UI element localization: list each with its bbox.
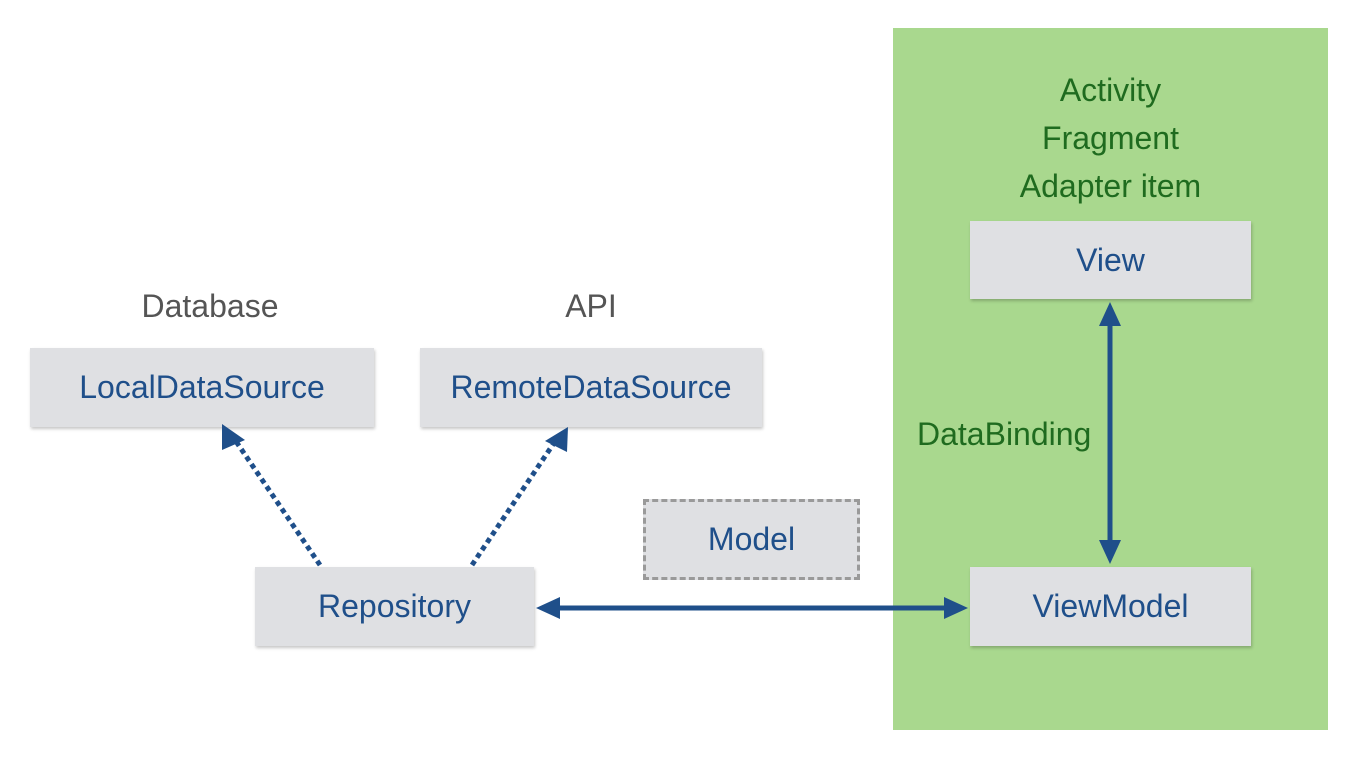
model-label: Model: [707, 521, 796, 557]
repository-box: Repository: [255, 567, 534, 646]
repository-to-local-arrow: [230, 435, 323, 567]
repository-label: Repository: [318, 588, 471, 624]
remote-arrowhead-icon: [545, 427, 568, 452]
view-model-box: ViewModel: [970, 567, 1251, 646]
api-caption: API: [565, 288, 617, 324]
remote-data-source-box: RemoteDataSource: [420, 348, 762, 427]
local-data-source-box: LocalDataSource: [30, 348, 374, 427]
fragment-label: Fragment: [1042, 120, 1179, 156]
databinding-label: DataBinding: [917, 416, 1092, 452]
repository-side-arrowhead-icon: [536, 597, 560, 619]
model-box: Model: [643, 499, 860, 580]
local-arrowhead-icon: [222, 424, 245, 450]
viewmodel-side-arrowhead-icon: [944, 597, 968, 619]
activity-label: Activity: [1059, 72, 1162, 108]
view-model-label: ViewModel: [1032, 588, 1189, 624]
view-side-arrowhead-icon: [1099, 302, 1121, 326]
view-label: View: [1076, 241, 1145, 278]
adapter-item-label: Adapter item: [1019, 168, 1202, 204]
local-data-source-label: LocalDataSource: [79, 369, 325, 405]
database-caption: Database: [141, 288, 279, 324]
view-box: View: [970, 221, 1251, 299]
viewmodel-top-arrowhead-icon: [1099, 540, 1121, 564]
remote-data-source-label: RemoteDataSource: [450, 369, 732, 405]
repository-to-remote-arrow: [469, 438, 559, 567]
